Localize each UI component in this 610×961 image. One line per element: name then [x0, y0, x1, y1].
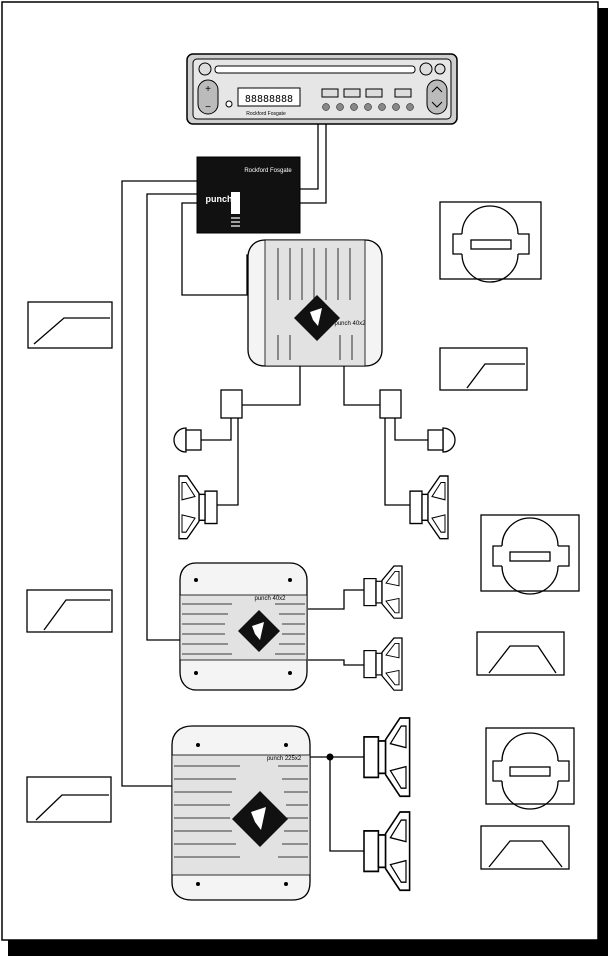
highpass-filter-icon	[26, 589, 113, 633]
highpass-filter-icon	[439, 347, 528, 391]
amp-mid-label: punch 40x2	[254, 596, 286, 602]
amp-top-label: punch 40x2	[334, 321, 366, 327]
bandpass-filter-icon	[480, 825, 570, 870]
bridge-switch-icon	[439, 201, 542, 283]
wiring	[121, 124, 428, 852]
amplifier-mid: punch 40x2	[179, 562, 308, 691]
volume-plus-label: +	[205, 84, 211, 95]
rockford-logo-icon	[294, 295, 340, 341]
bridge-switch-icon	[480, 514, 580, 595]
signal-processor: Rockford Fosgate punch	[196, 156, 301, 234]
volume-rocker	[197, 79, 219, 115]
preset-buttons	[322, 103, 414, 111]
processor-name: punch	[206, 194, 233, 204]
crossover-left-icon	[220, 389, 243, 419]
tweeter-right-icon	[427, 427, 456, 453]
lcd-display	[237, 87, 301, 107]
rockford-logo-icon	[238, 610, 280, 652]
amplifier-bottom: punch 225x2	[171, 725, 311, 901]
power-button	[419, 62, 433, 76]
highpass-filter-icon	[26, 776, 112, 823]
eject-button	[198, 62, 212, 76]
rockford-logo-icon	[232, 791, 288, 847]
cd-slot	[214, 65, 416, 74]
tweeter-left-icon	[173, 427, 202, 453]
head-unit-brand: Rockford Fosgate	[246, 111, 286, 117]
bandpass-filter-icon	[476, 631, 565, 676]
aux-button	[434, 63, 446, 75]
head-unit: + − 88888888 Rockford Fosgate	[186, 53, 458, 125]
bridge-switch-icon	[485, 727, 575, 810]
volume-minus-label: −	[205, 102, 211, 113]
crossover-right-icon	[379, 389, 402, 419]
seek-rocker	[426, 79, 448, 115]
amp-bottom-label: punch 225x2	[267, 756, 302, 762]
processor-brand: Rockford Fosgate	[244, 168, 292, 174]
wire-junction	[326, 753, 334, 761]
highpass-filter-icon	[27, 301, 113, 349]
amplifier-top: punch 40x2	[247, 239, 383, 367]
lcd-display-text: 88888888	[245, 94, 293, 105]
